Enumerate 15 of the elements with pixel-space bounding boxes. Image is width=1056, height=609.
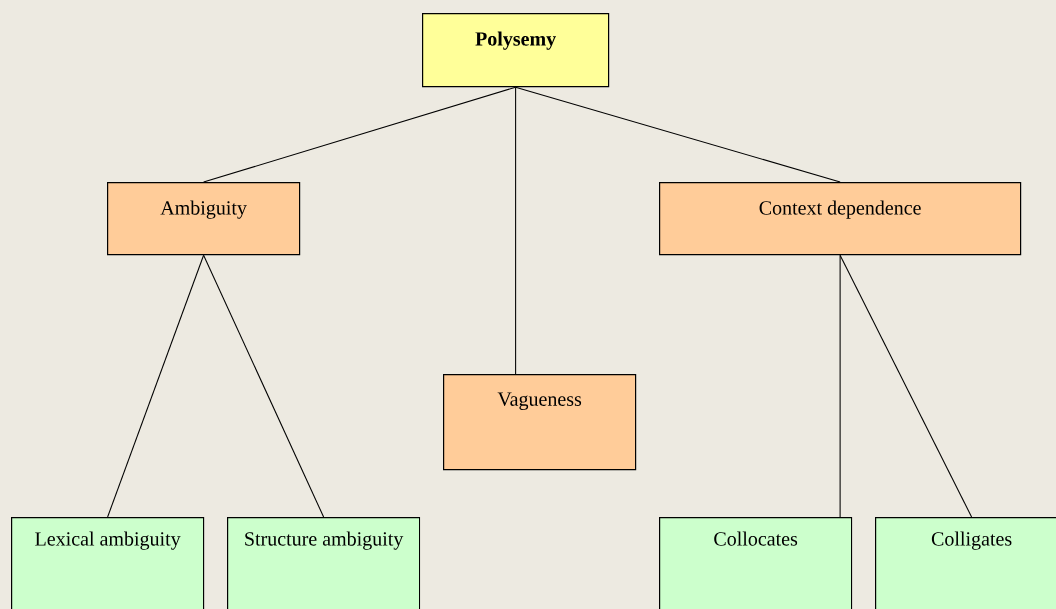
category-box: Context dependence — [659, 182, 1022, 256]
leaf-box: Collocates — [659, 517, 853, 609]
connector-line — [203, 254, 325, 518]
category-box: Vagueness — [443, 374, 637, 471]
leaf-box: Colligates — [875, 517, 1056, 609]
connector-line — [515, 86, 517, 375]
connector-line — [203, 86, 517, 183]
connector-line — [515, 86, 841, 183]
connector-line — [839, 254, 841, 518]
category-box: Ambiguity — [107, 182, 301, 256]
connector-line — [839, 254, 973, 518]
leaf-box: Lexical ambiguity — [11, 517, 205, 609]
leaf-box: Structure ambiguity — [227, 517, 421, 609]
title-box: Polysemy — [422, 13, 610, 88]
connector-line — [107, 254, 205, 518]
